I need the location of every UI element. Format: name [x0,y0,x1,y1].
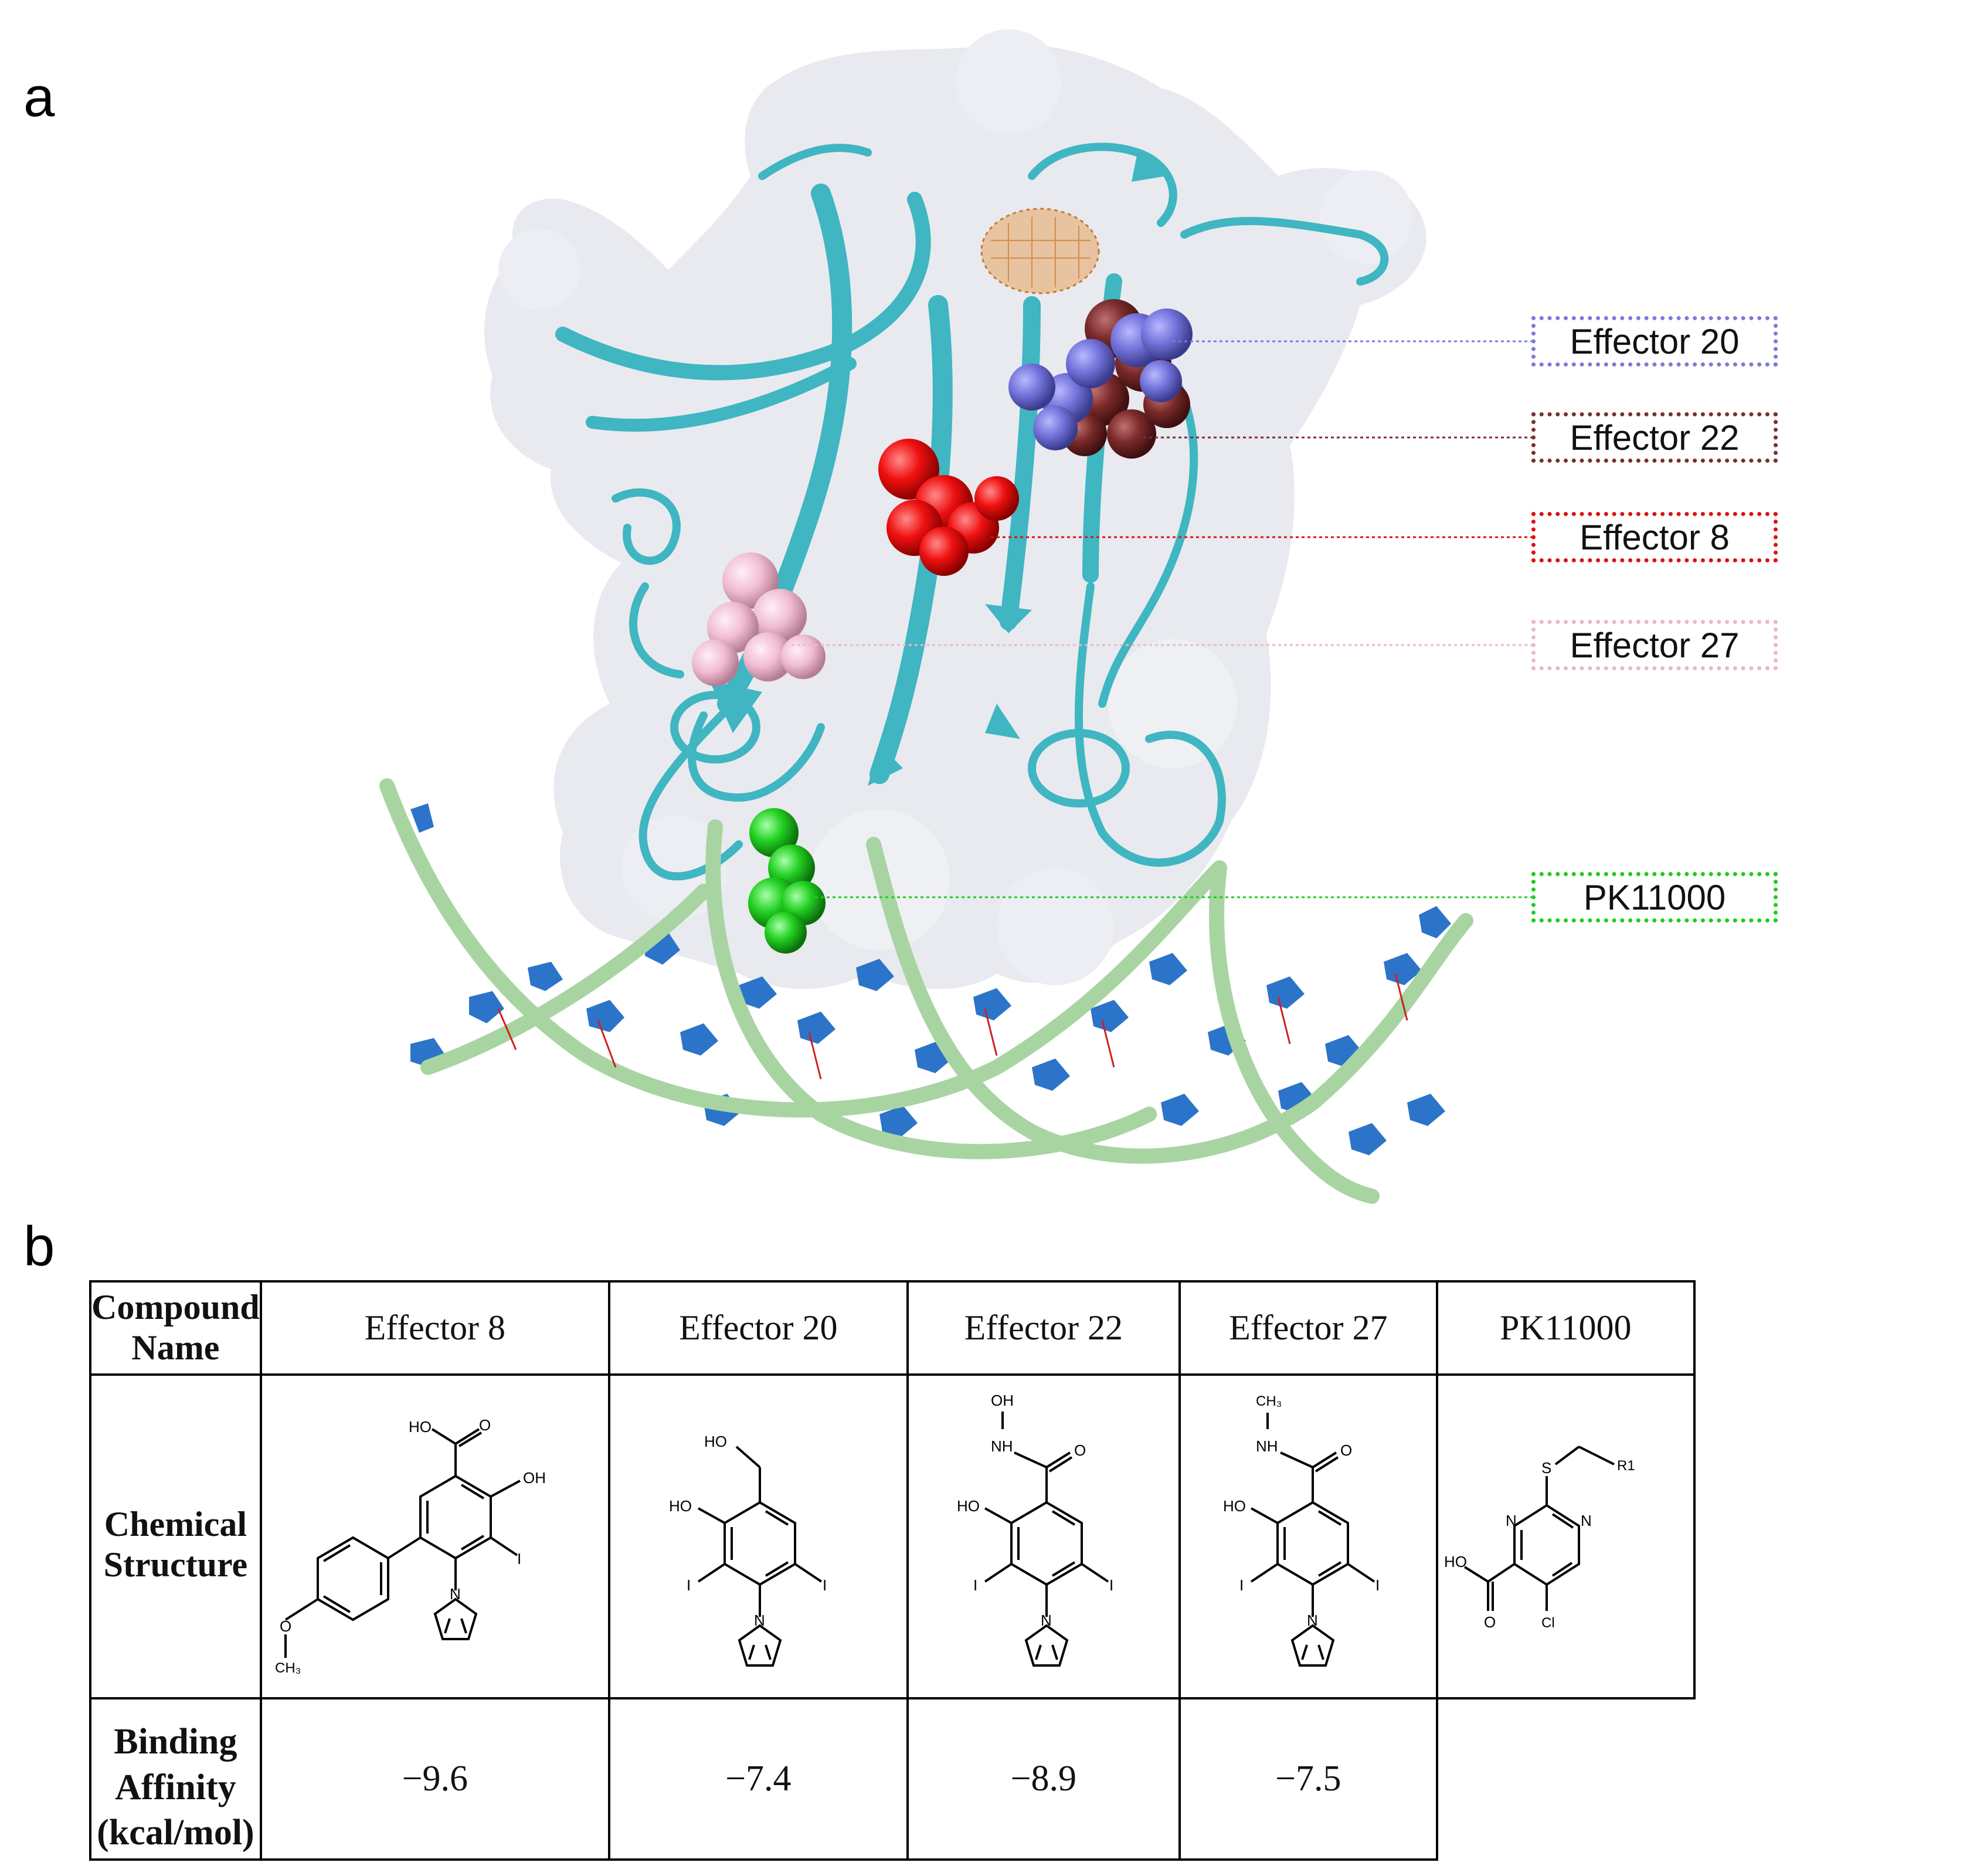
atom-label: CH₃ [275,1660,301,1676]
pocket-mesh [980,208,1100,294]
callout-effector-27: Effector 27 [1531,620,1778,670]
compound-name-effector-22: Effector 22 [906,1280,1181,1376]
leader-lines [792,340,1531,898]
structure-drawing-effector-27: CH₃ NH O HO I I N [1223,1393,1380,1667]
callout-effector-20: Effector 20 [1531,316,1778,367]
protein-dna-complex-figure [379,29,1531,1204]
affinity-effector-20: −7.4 [607,1697,909,1861]
atom-label: I [823,1576,827,1594]
structure-effector-20: HO HO I I N [607,1373,909,1699]
callout-label: Effector 20 [1570,321,1740,361]
panel-label-b: b [23,1215,55,1278]
callout-effector-22: Effector 22 [1531,412,1778,463]
atom-label: O [479,1416,491,1434]
pk11000-spheres [748,808,826,954]
atom-label: N [450,1585,461,1603]
atom-label: Cl [1541,1615,1555,1631]
compound-name-pk11000: PK11000 [1435,1280,1696,1376]
atom-label: O [1340,1441,1352,1459]
structure-effector-22: OH NH O HO I I N [906,1373,1181,1699]
atom-label: O [1074,1441,1086,1459]
atom-label: I [1239,1576,1244,1594]
row-header-compound-name: Compound Name [89,1280,262,1376]
atom-label: CH₃ [1256,1393,1282,1409]
table-row-structures: Chemical Structure HO O OH I N [89,1373,1696,1699]
affinity-effector-27: −7.5 [1178,1697,1438,1861]
atom-label: S [1541,1459,1551,1477]
table-row-names: Compound Name Effector 8 Effector 20 Eff… [89,1280,1696,1376]
table-row-affinity: Binding Affinity (kcal/mol) −9.6 −7.4 −8… [89,1697,1694,1861]
effector-20-spheres [1008,308,1193,450]
dna-base-pairs [497,973,1408,1080]
structure-drawing-pk11000: S R1 N N HO O Cl [1444,1446,1635,1631]
atom-label: HO [957,1497,980,1515]
compound-name-effector-27: Effector 27 [1178,1280,1438,1376]
atom-label: NH [1256,1437,1278,1455]
dna-backbone [379,778,1473,1204]
atom-label: I [1375,1576,1380,1594]
effector-27-spheres [692,552,826,686]
affinity-effector-22: −8.9 [906,1697,1181,1861]
beta-strand-arrows [709,152,1167,786]
compound-table-container: Compound Name Effector 8 Effector 20 Eff… [89,1280,1952,1861]
panel-label-a: a [23,66,55,128]
structure-effector-8: HO O OH I N O CH₃ [259,1373,610,1699]
atom-label: O [1484,1613,1496,1631]
structure-drawing-effector-8: HO O OH I N O CH₃ [275,1416,546,1676]
atom-label: N [1041,1612,1052,1629]
affinity-label-line2: (kcal/mol) [97,1813,254,1853]
affinity-effector-8: −9.6 [259,1697,610,1861]
atom-label: HO [669,1497,692,1515]
row-header-chemical-structure: Chemical Structure [89,1373,262,1699]
structure-drawing-effector-20: HO HO I I N [669,1433,827,1667]
affinity-pk11000 [1435,1697,1694,1860]
atom-label: OH [523,1469,546,1487]
compound-name-effector-20: Effector 20 [607,1280,909,1376]
atom-label: I [1109,1576,1113,1594]
atom-label: N [1506,1512,1517,1529]
atom-label: HO [1444,1553,1467,1570]
atom-label: N [754,1612,765,1629]
atom-label: R1 [1617,1458,1635,1474]
atom-label: HO [409,1418,432,1436]
atom-label: O [280,1617,291,1635]
callout-pk11000: PK11000 [1531,872,1778,922]
atom-label: I [973,1576,977,1594]
callout-label: PK11000 [1583,877,1726,917]
affinity-label-line1: Binding Affinity [114,1722,237,1807]
compound-table: Compound Name Effector 8 Effector 20 Eff… [89,1280,1696,1861]
structure-drawing-effector-22: OH NH O HO I I N [957,1392,1113,1667]
callout-label: Effector 27 [1570,625,1740,665]
atom-label: HO [704,1433,727,1450]
structure-effector-27: CH₃ NH O HO I I N [1178,1373,1438,1699]
compound-name-effector-8: Effector 8 [259,1280,610,1376]
atom-label: HO [1223,1497,1246,1515]
callout-effector-8: Effector 8 [1531,512,1778,562]
atom-label: N [1307,1612,1318,1629]
atom-label: I [517,1550,521,1568]
atom-label: NH [991,1437,1013,1455]
row-header-binding-affinity: Binding Affinity (kcal/mol) [89,1697,262,1861]
effector-8-spheres [878,439,1019,576]
atom-label: OH [991,1392,1014,1409]
callout-label: Effector 8 [1580,517,1730,557]
atom-label: I [687,1576,691,1594]
callout-label: Effector 22 [1570,418,1740,457]
structure-pk11000: S R1 N N HO O Cl [1435,1373,1696,1699]
atom-label: N [1581,1512,1592,1529]
